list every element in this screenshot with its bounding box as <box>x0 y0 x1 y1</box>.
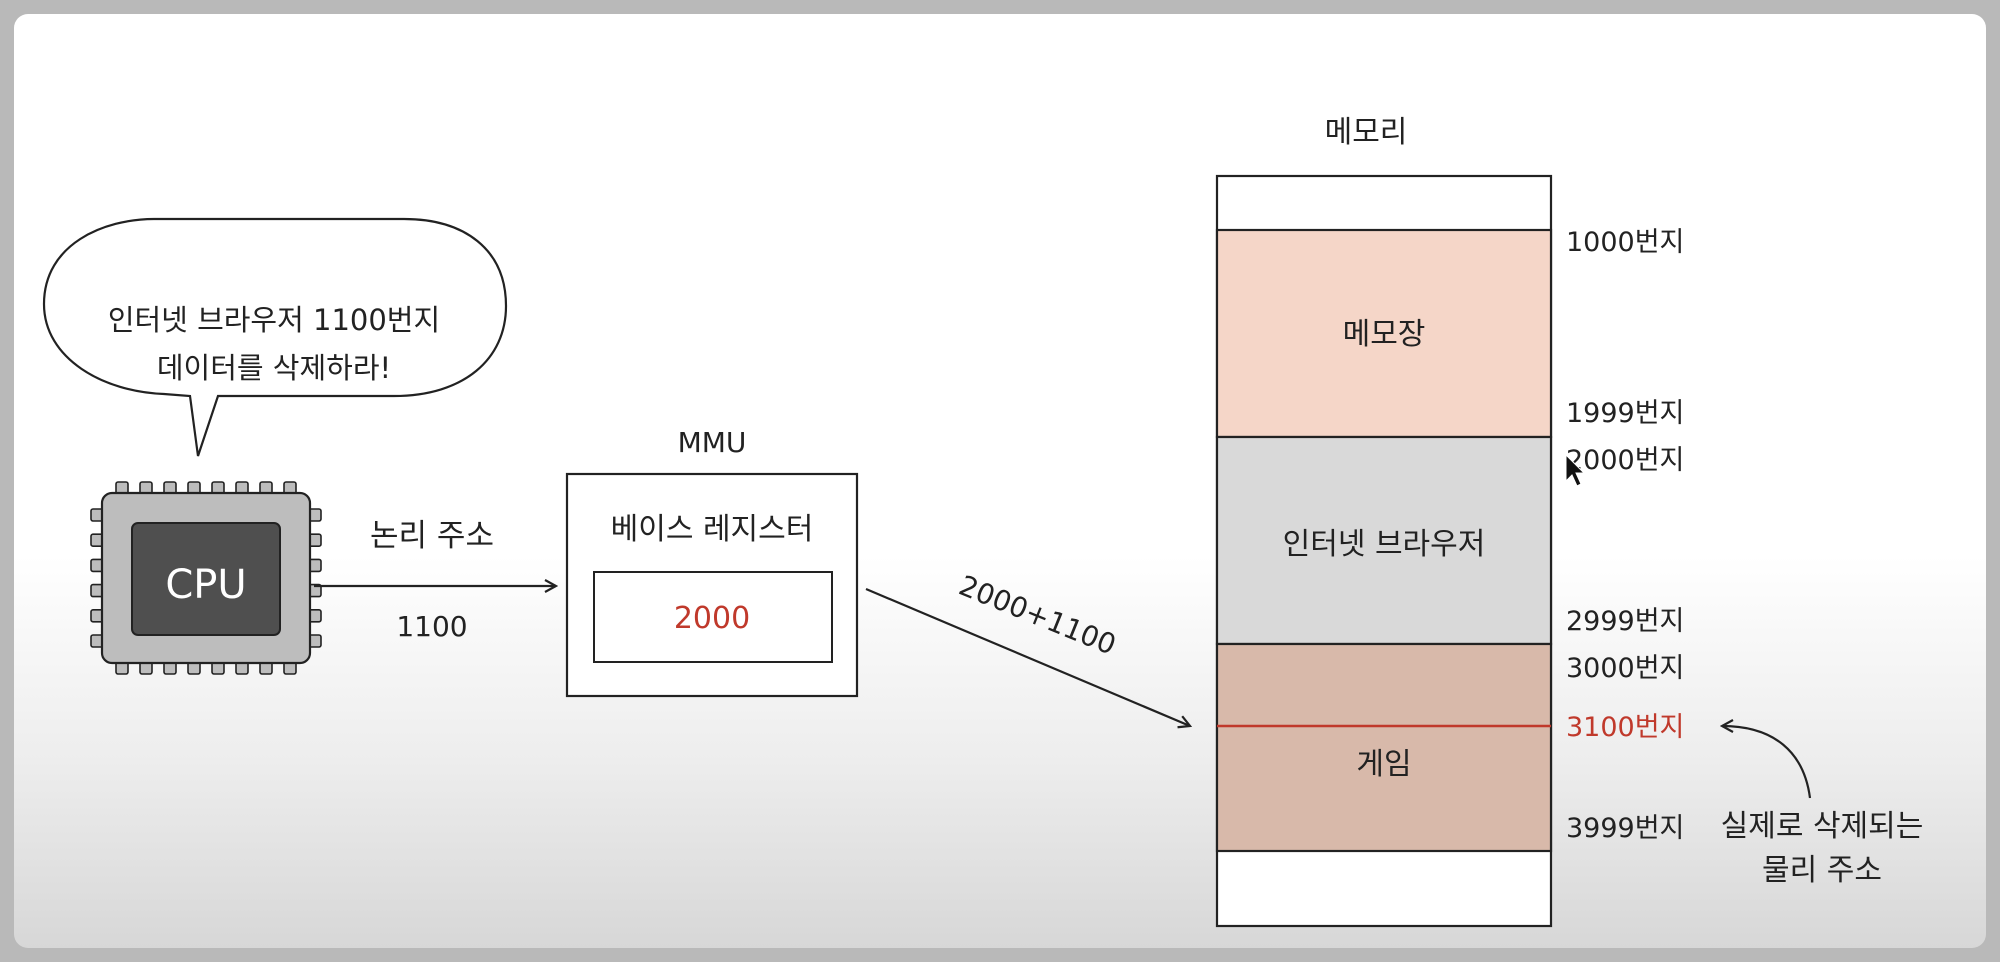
note-line-1: 실제로 삭제되는 <box>1721 809 1924 844</box>
cpu-label: CPU <box>165 562 246 608</box>
diagram: 인터넷 브라우저 1100번지 데이터를 삭제하라! CPU 논리 주소 110… <box>42 115 1924 928</box>
cpu-chip-icon: CPU <box>90 481 322 675</box>
address-3999: 3999번지 <box>1566 813 1684 844</box>
memory-segment-game <box>1215 642 1553 853</box>
memory-segment-browser <box>1215 435 1553 646</box>
logical-address-label: 논리 주소 <box>370 518 494 554</box>
cpu-core <box>131 522 281 636</box>
base-register-label: 베이스 레지스터 <box>611 512 814 547</box>
mmu-title: MMU <box>678 426 747 459</box>
base-register-value: 2000 <box>674 601 750 636</box>
address-2000: 2000번지 <box>1566 445 1684 476</box>
speech-bubble-shape <box>42 217 508 457</box>
physical-address-sum: 2000+1100 <box>954 569 1120 662</box>
logical-address-value: 1100 <box>396 610 467 643</box>
memory-segment-notepad-label: 메모장 <box>1343 317 1426 352</box>
mmu: MMU 베이스 레지스터 2000 <box>565 426 859 698</box>
memory-segment-game-label: 게임 <box>1356 747 1411 782</box>
note-arrow <box>1722 726 1812 799</box>
memory-title: 메모리 <box>1325 115 1408 150</box>
slide: 인터넷 브라우저 1100번지 데이터를 삭제하라! CPU 논리 주소 110… <box>14 14 1986 948</box>
address-3100: 3100번지 <box>1566 712 1684 743</box>
address-3000: 3000번지 <box>1566 653 1684 684</box>
base-register-box <box>593 571 833 663</box>
memory-segment-notepad <box>1215 228 1553 439</box>
physical-address-note: 실제로 삭제되는 물리 주소 <box>1721 726 1924 888</box>
address-1000: 1000번지 <box>1566 227 1684 258</box>
memory-segment-browser-label: 인터넷 브라우저 <box>1283 527 1486 562</box>
mouse-pointer-icon <box>1565 453 1586 487</box>
speech-bubble: 인터넷 브라우저 1100번지 데이터를 삭제하라! <box>42 217 508 457</box>
address-2999: 2999번지 <box>1566 606 1684 637</box>
note-line-2: 물리 주소 <box>1762 853 1882 888</box>
memory: 메모리 메모장 인터넷 브라우저 게임 1000번지 1999번지 2000번지… <box>1215 115 1684 928</box>
address-1999: 1999번지 <box>1566 398 1684 429</box>
arrow-mmu-to-memory: 2000+1100 <box>865 569 1190 726</box>
speech-bubble-line-2: 데이터를 삭제하라! <box>157 351 391 385</box>
speech-bubble-line-1: 인터넷 브라우저 1100번지 <box>108 303 440 337</box>
arrow-mmu-to-memory-line <box>865 587 1190 726</box>
arrow-cpu-to-mmu: 논리 주소 1100 <box>314 518 556 643</box>
